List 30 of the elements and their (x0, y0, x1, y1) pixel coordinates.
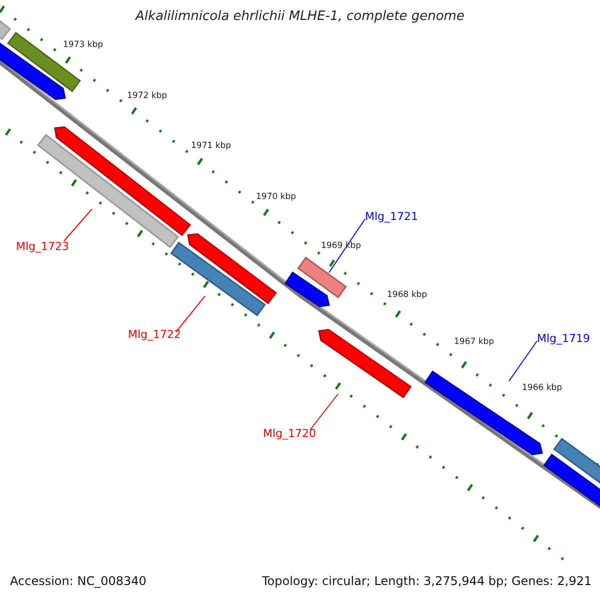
leader-line (310, 394, 338, 430)
gene-segment (543, 454, 600, 507)
diagram-title: Alkalilimnicola ehrlichii MLHE-1, complete genome (134, 10, 466, 24)
scale-label: 1973 kbp (63, 41, 104, 50)
gene-segment (424, 370, 543, 456)
scale-label: 1966 kbp (522, 384, 562, 394)
gene-label: Mlg_1719 (537, 333, 590, 346)
gene-segment (170, 242, 266, 316)
scale-label: 1971 kbp (191, 142, 232, 152)
gene-label: Mlg_1722 (128, 329, 182, 342)
scale-label: 1968 kbp (387, 291, 428, 300)
scale-label: 1967 kbp (454, 338, 494, 348)
gene-segment (284, 272, 330, 308)
gene-segment (187, 233, 277, 304)
gene-label: Mlg_1720 (263, 428, 316, 440)
gene-label: Mlg_1723 (16, 241, 70, 254)
gene-segment (54, 126, 192, 236)
footer-text: Accession: NC_008340 (10, 575, 146, 588)
gene-segment (297, 256, 347, 298)
leader-line (508, 340, 538, 382)
scale-label: 1972 kbp (127, 92, 168, 102)
scale-label: 1970 kbp (256, 193, 296, 202)
leader-line (328, 218, 366, 274)
leader-line (176, 296, 206, 332)
gene-segment (0, 42, 66, 100)
footer-text: Topology: circular; Length: 3,275,944 bp; Genes: 2,921 (262, 575, 592, 588)
scale-label: 1969 kbp (321, 242, 362, 252)
gene-label: Mlg_1721 (365, 211, 418, 224)
gene-segment (318, 328, 412, 398)
leader-line (64, 208, 92, 242)
